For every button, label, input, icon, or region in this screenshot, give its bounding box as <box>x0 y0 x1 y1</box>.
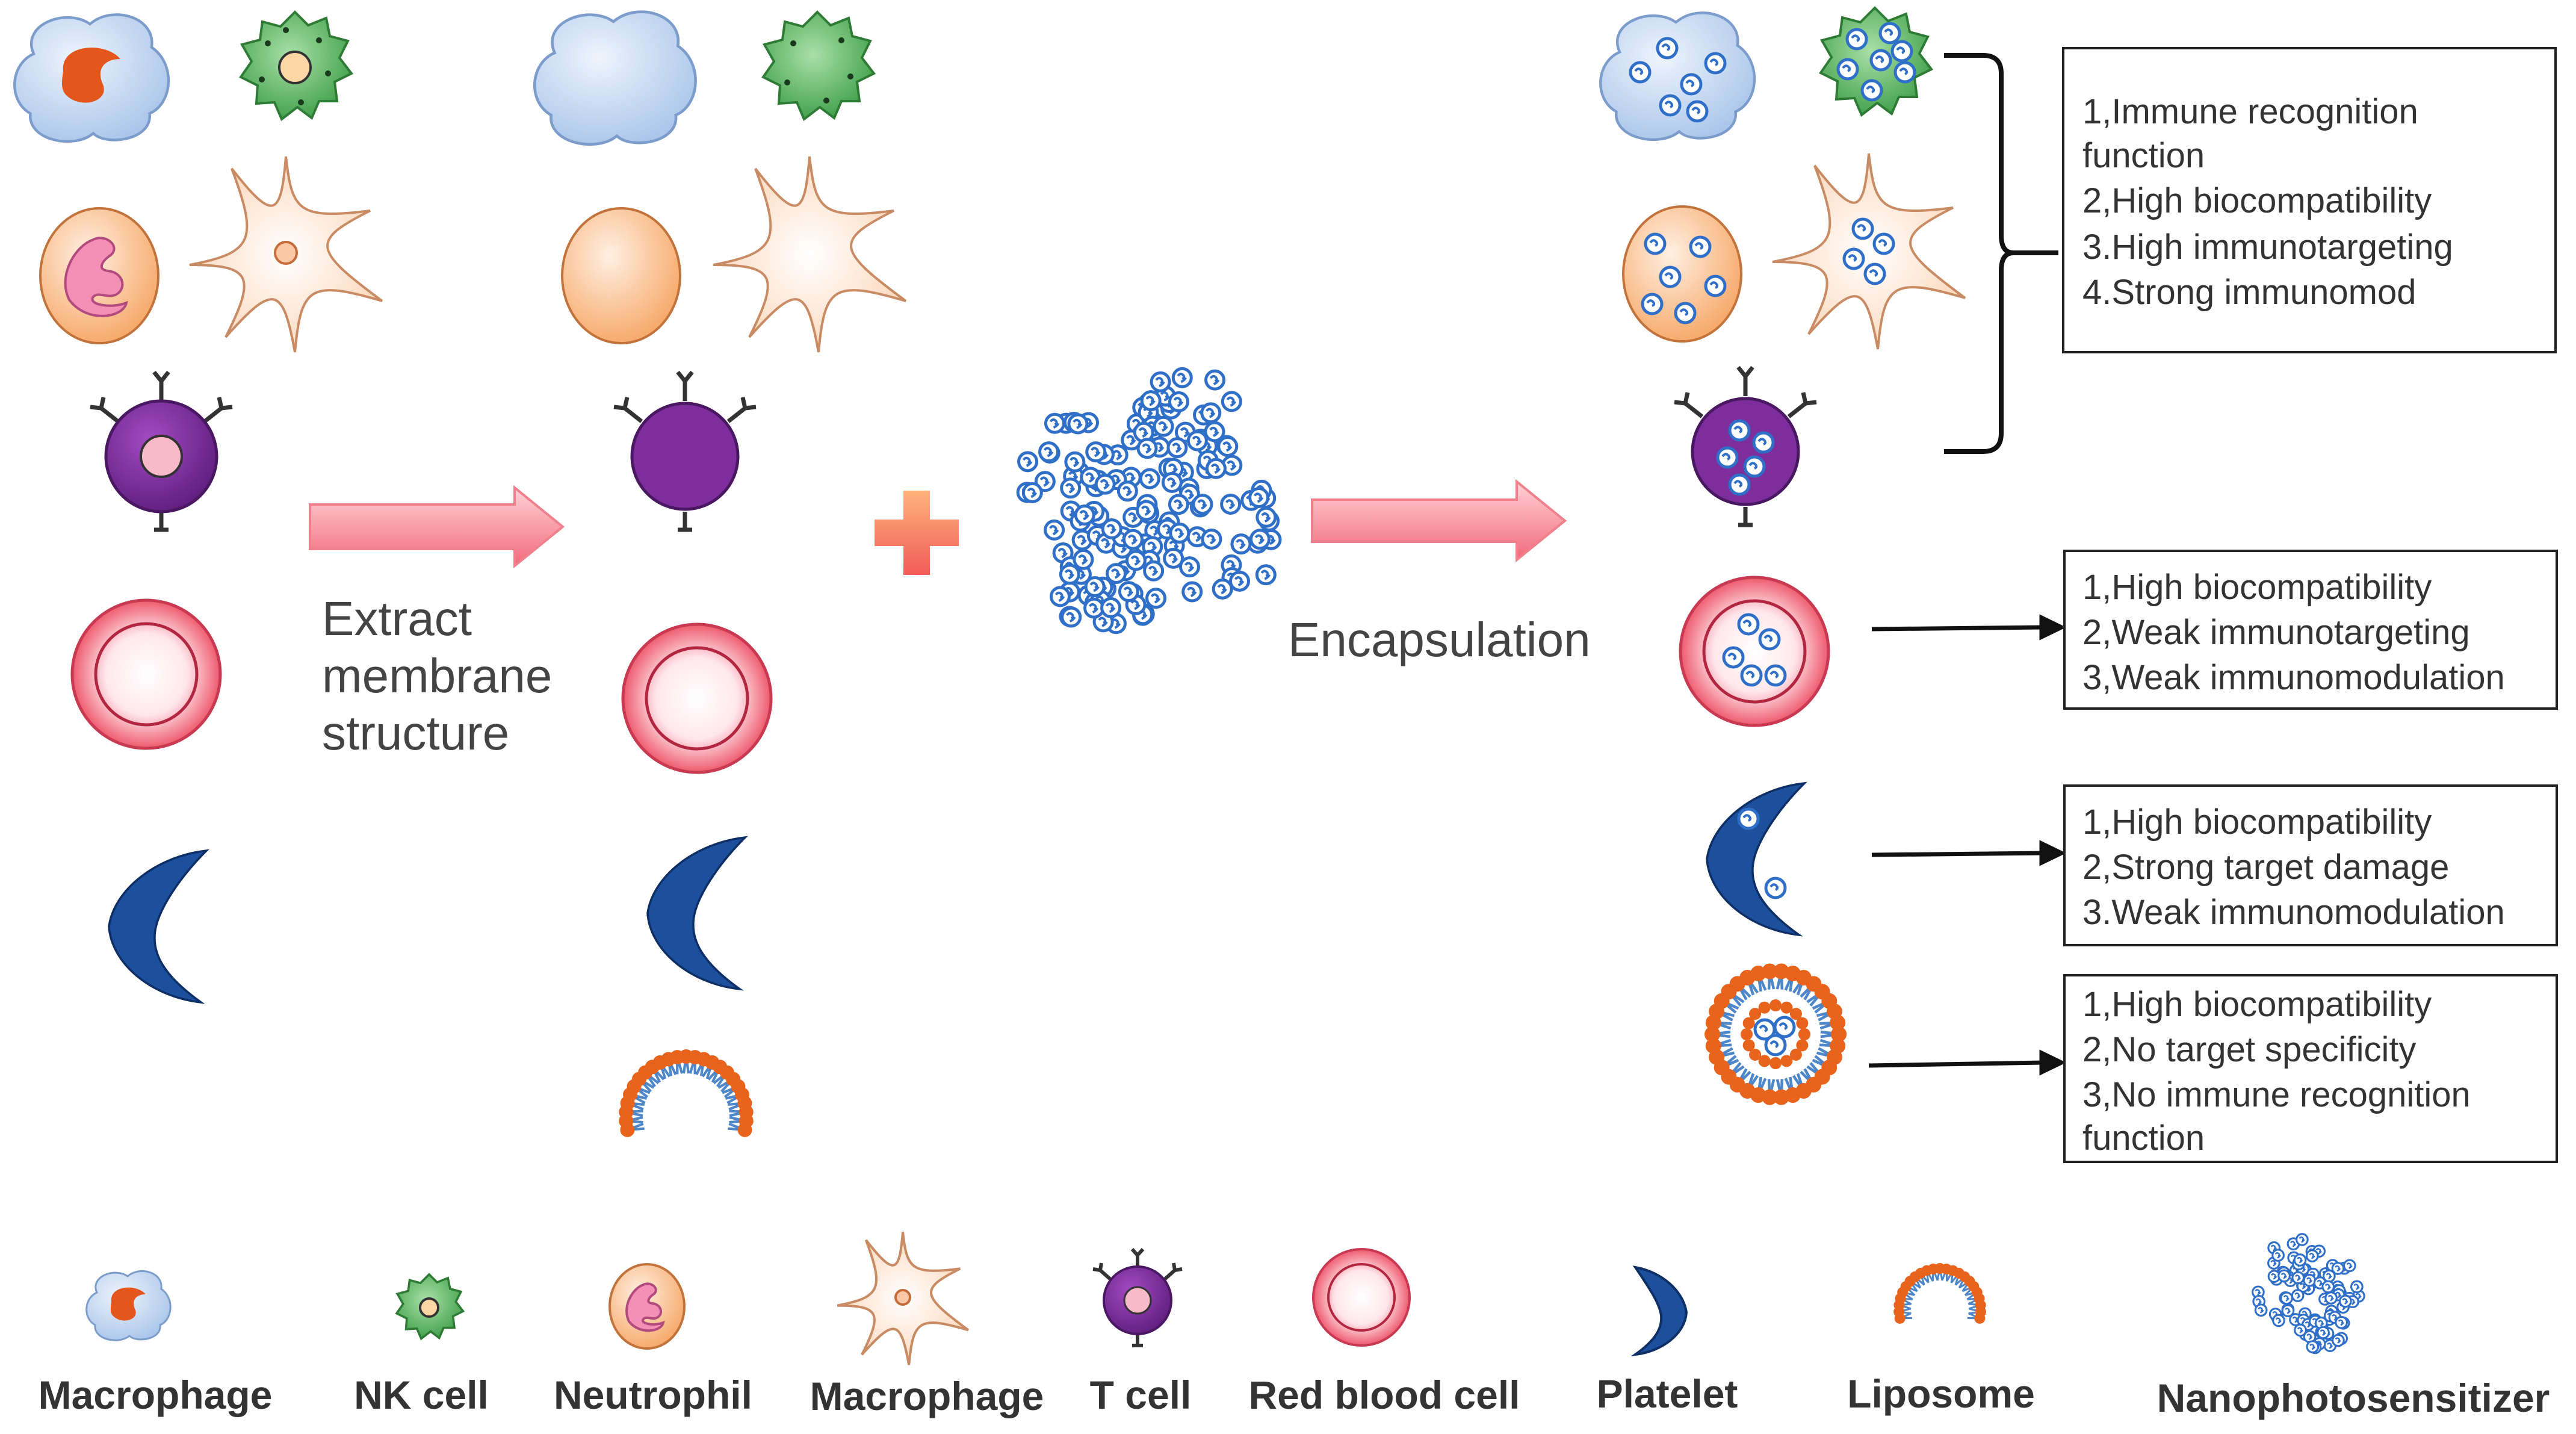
nanophotosensitizer-cluster <box>1018 368 1280 632</box>
col2-neutrophil-membrane <box>561 207 681 344</box>
property-box-1: 1,Immune recognition function 2,High bio… <box>2062 47 2557 353</box>
box1-line1: 1,Immune recognition <box>2082 92 2418 131</box>
legend-icon-red-blood-cell <box>1312 1248 1411 1347</box>
macrophage-nucleus <box>61 48 121 103</box>
box2-line2: 2,Weak immunotargeting <box>2082 613 2470 652</box>
legend-icon-nk-cell <box>395 1273 465 1340</box>
col1-t-cell <box>90 370 233 532</box>
box2-line1: 1,High biocompatibility <box>2082 568 2432 607</box>
legend-label-macrophage: Macrophage <box>39 1373 273 1417</box>
box1-line3: 2,High biocompatibility <box>2082 181 2432 220</box>
plus-icon <box>875 491 959 575</box>
col3-neutrophil-np <box>1622 205 1742 343</box>
encapsulation-label: Encapsulation <box>1288 613 1591 666</box>
box4-line1: 1,High biocompatibility <box>2082 985 2432 1024</box>
col3-red-blood-cell-np <box>1679 576 1830 727</box>
col1-red-blood-cell <box>70 598 222 750</box>
box1-line2: function <box>2082 136 2205 175</box>
box3-line3: 3.Weak immunomodulation <box>2082 893 2505 932</box>
box4-line2: 2,No target specificity <box>2082 1030 2416 1069</box>
legend-label-nanophotosensitizer: Nanophotosensitizer <box>2157 1376 2550 1420</box>
legend-label-liposome: Liposome <box>1847 1371 2035 1416</box>
col3-nk-np <box>1819 7 1933 116</box>
encapsulation-arrow <box>1311 479 1567 563</box>
col1-platelet <box>108 849 208 1004</box>
col3-platelet-np <box>1706 782 1806 936</box>
box3-line1: 1,High biocompatibility <box>2082 802 2432 842</box>
extract-arrow <box>309 485 565 569</box>
col1-nk-cell <box>240 11 353 120</box>
col2-nk-membrane <box>762 11 875 120</box>
legend-icon-t-cell <box>1092 1247 1183 1347</box>
legend-label-red-blood-cell: Red blood cell <box>1248 1373 1520 1417</box>
arrow-rbc-box <box>1871 614 2067 641</box>
col2-macrophage-membrane <box>534 12 695 144</box>
legend-label-t-cell: T cell <box>1090 1373 1192 1417</box>
legend-icon-nanophotosensitizer <box>2252 1233 2365 1355</box>
col1-dendritic-cell <box>188 155 383 353</box>
property-box-4: 1,High biocompatibility 2,No target spec… <box>2063 974 2558 1163</box>
col1-macrophage <box>14 14 169 141</box>
box1-line5: 4.Strong immunomod <box>2082 273 2416 312</box>
legend-icon-liposome <box>1893 1263 1986 1324</box>
legend-icon-macrophage <box>85 1270 172 1341</box>
legend-label-macrophage-2: Macrophage <box>810 1374 1044 1418</box>
box1-line4: 3.High immunotargeting <box>2082 228 2453 267</box>
col2-t-cell-membrane <box>613 370 757 532</box>
col2-platelet-membrane <box>646 836 746 990</box>
col3-macrophage-np <box>1600 13 1754 140</box>
legend-icon-dendritic-cell <box>837 1232 968 1365</box>
property-box-2: 1,High biocompatibility 2,Weak immunotar… <box>2063 550 2558 710</box>
extract-label-line2: membrane <box>322 649 552 703</box>
col3-t-cell-np <box>1674 365 1817 527</box>
col2-liposome <box>619 1049 754 1137</box>
box4-line3: 3,No immune recognition <box>2082 1075 2471 1114</box>
legend-icon-platelet <box>1634 1266 1688 1356</box>
box4-line4: function <box>2082 1119 2205 1158</box>
neutrophil-nucleus <box>64 237 128 317</box>
box3-line2: 2,Strong target damage <box>2082 848 2449 887</box>
group-bracket <box>1944 53 2058 454</box>
legend-label-nk-cell: NK cell <box>354 1373 489 1417</box>
col1-neutrophil <box>39 207 159 344</box>
property-box-3: 1,High biocompatibility 2,Strong target … <box>2063 784 2558 946</box>
legend-label-platelet: Platelet <box>1597 1371 1738 1416</box>
arrow-platelet-box <box>1871 840 2067 866</box>
col2-dendritic-membrane <box>712 155 907 353</box>
col3-liposome-np <box>1704 963 1847 1105</box>
legend-label-neutrophil: Neutrophil <box>554 1373 752 1417</box>
col2-red-blood-cell-membrane <box>621 622 773 774</box>
extract-label-line3: structure <box>322 706 509 760</box>
extract-label-line1: Extract <box>322 592 472 645</box>
legend-icon-neutrophil <box>608 1263 686 1350</box>
box2-line3: 3,Weak immunomodulation <box>2082 658 2505 697</box>
arrow-liposome-box <box>1868 1049 2067 1076</box>
col3-dendritic-np <box>1771 152 1966 350</box>
